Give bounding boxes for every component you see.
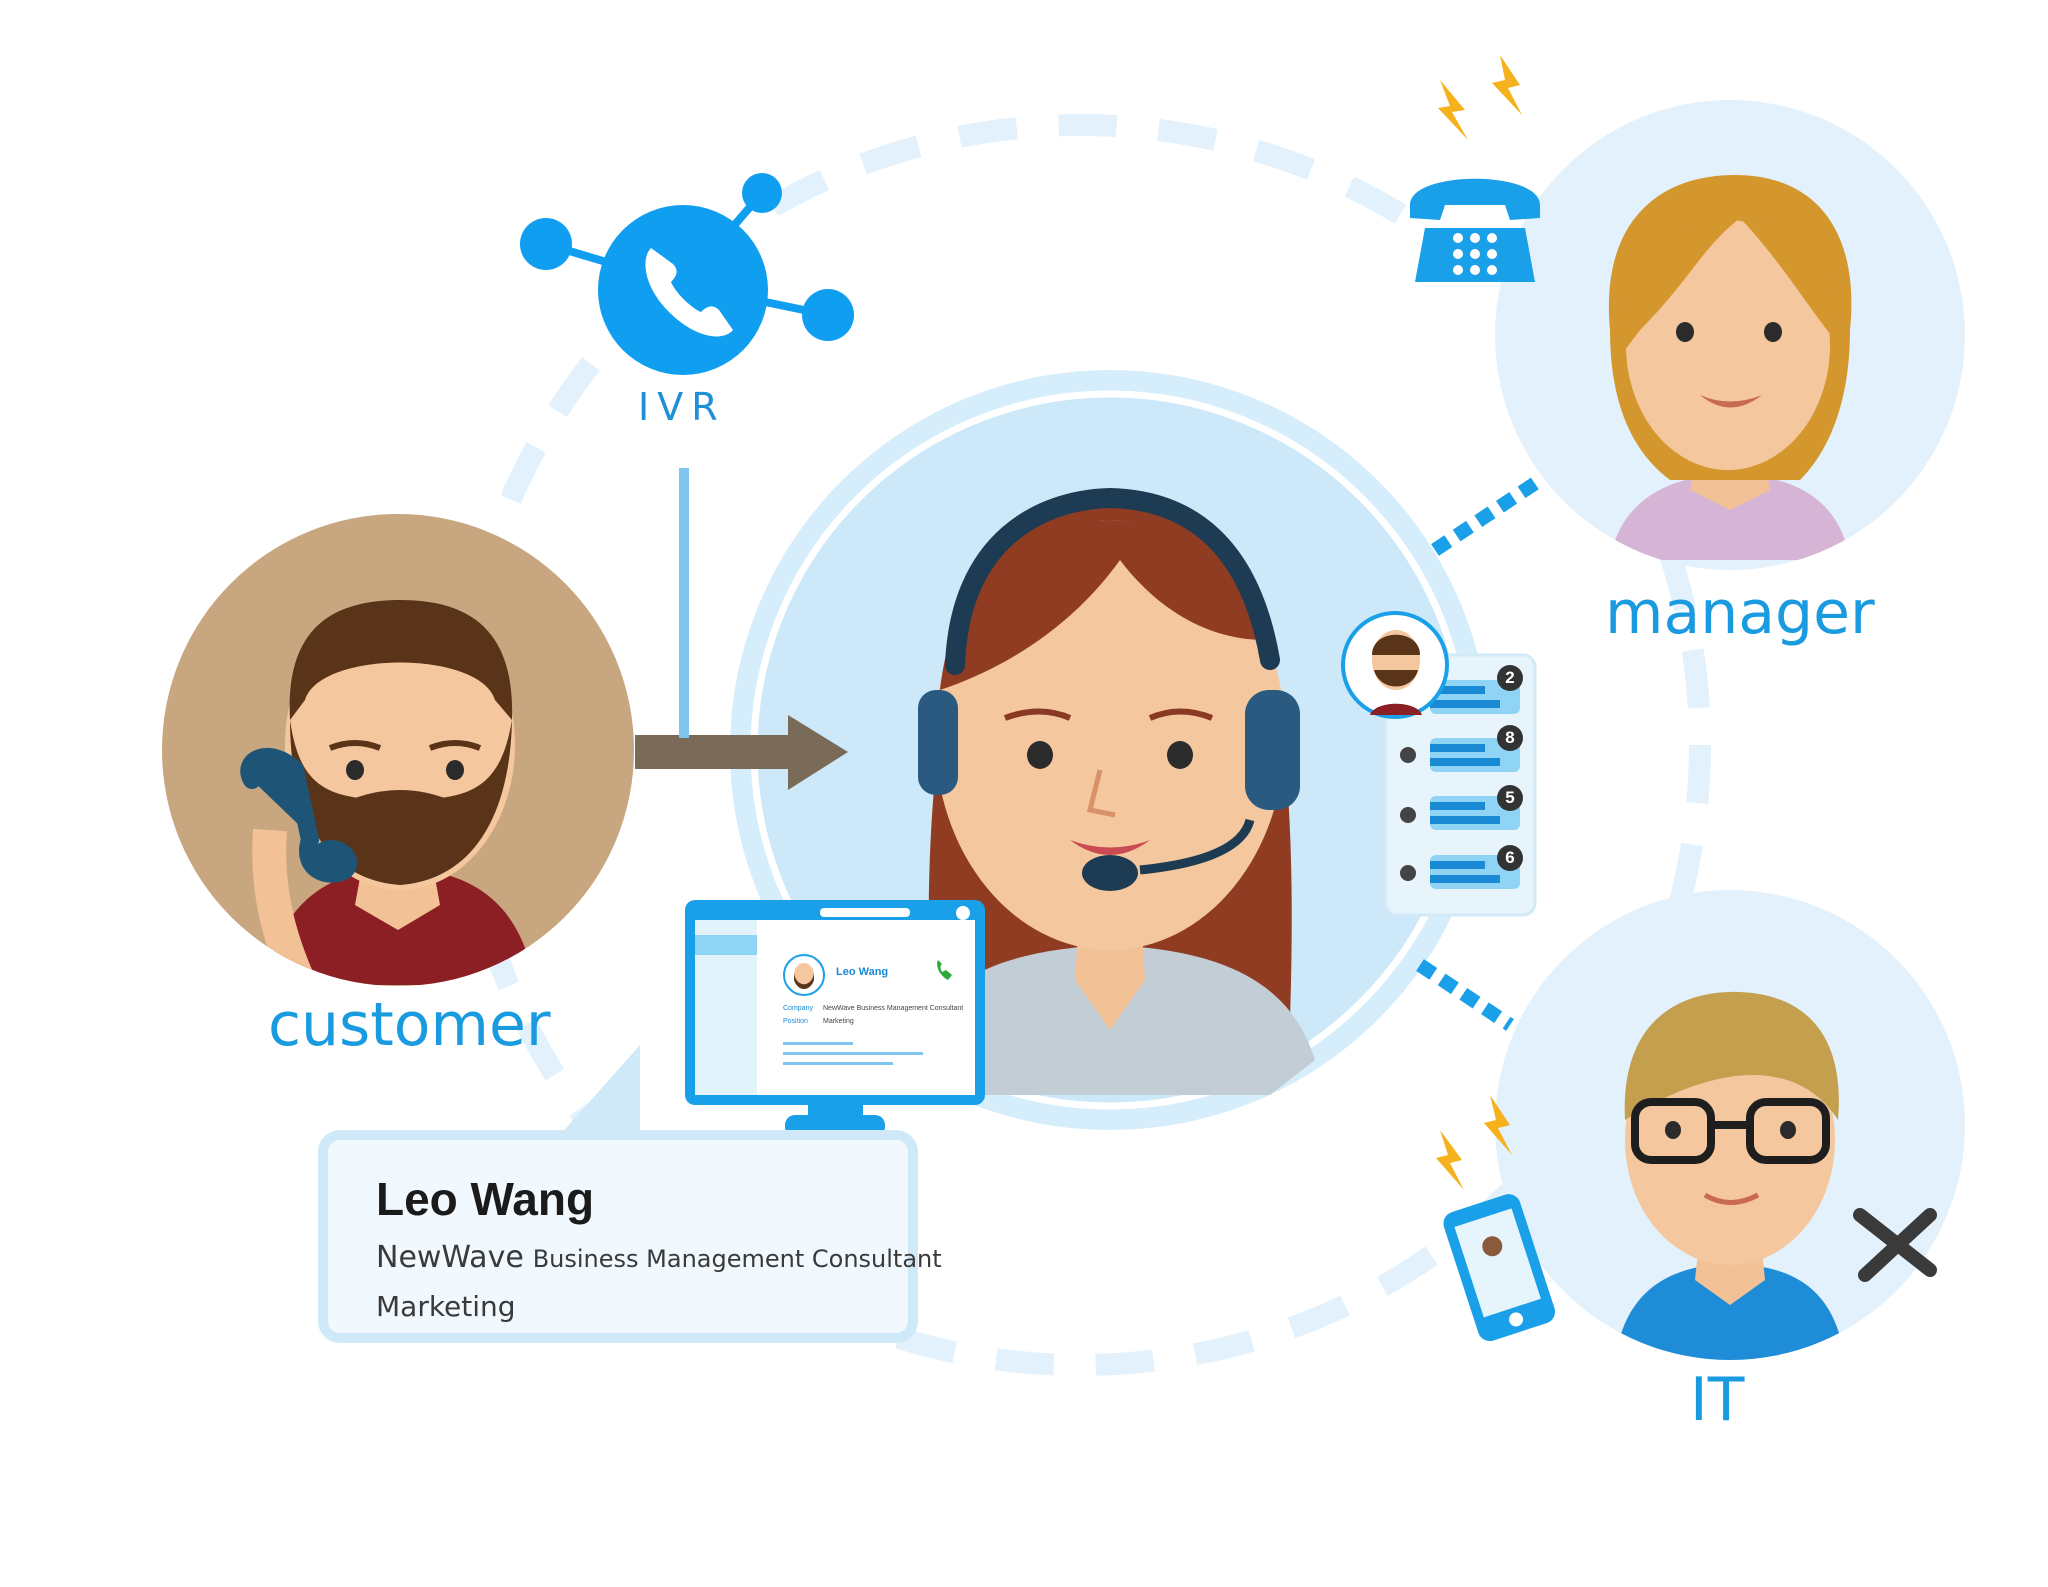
manager-connector [1431, 474, 1544, 556]
manager-label: manager [1605, 578, 1875, 648]
manager-avatar [1495, 100, 1965, 570]
agent-avatar [905, 487, 1315, 1095]
desk-phone-icon [1410, 178, 1540, 282]
call-routing-arrow [635, 715, 848, 790]
it-label: IT [1690, 1365, 1745, 1435]
tools-icon [1853, 1208, 1937, 1282]
it-avatar [1495, 890, 1965, 1360]
customer-label: customer [268, 990, 551, 1060]
queue-count-badge: 2 [1497, 665, 1523, 691]
mobile-phone-icon [1443, 1194, 1556, 1342]
contact-name: Leo Wang [376, 1173, 595, 1225]
phone-handset-icon [645, 248, 733, 337]
company-brand: NewWave [376, 1240, 524, 1275]
queue-count-badge: 5 [1497, 785, 1523, 811]
monitor-company-value: NewWave Business Management Consultant [823, 1005, 964, 1012]
company-description: Business Management Consultant [532, 1245, 942, 1273]
crm-monitor [685, 900, 985, 1137]
monitor-company-label: Company [783, 1005, 813, 1012]
call-queue-panel [1383, 653, 1537, 917]
ivr-label: IVR [638, 385, 726, 429]
contact-card: Leo Wang NewWave Business Management Con… [318, 1130, 942, 1343]
monitor-position-value: Marketing [823, 1018, 854, 1025]
caller-avatar-mini [1341, 611, 1449, 719]
callout-tail [560, 1045, 640, 1135]
customer-avatar [162, 514, 634, 986]
contact-company: NewWave Business Management Consultant [376, 1240, 942, 1275]
lightning-icon [1436, 1095, 1512, 1190]
contact-department: Marketing [376, 1290, 516, 1323]
queue-count-badge: 6 [1497, 845, 1523, 871]
lightning-icon [1438, 55, 1522, 140]
monitor-contact-name: Leo Wang [836, 966, 889, 978]
queue-count-badge: 8 [1497, 725, 1523, 751]
it-connector [1416, 959, 1514, 1031]
monitor-position-label: Position [783, 1018, 808, 1025]
